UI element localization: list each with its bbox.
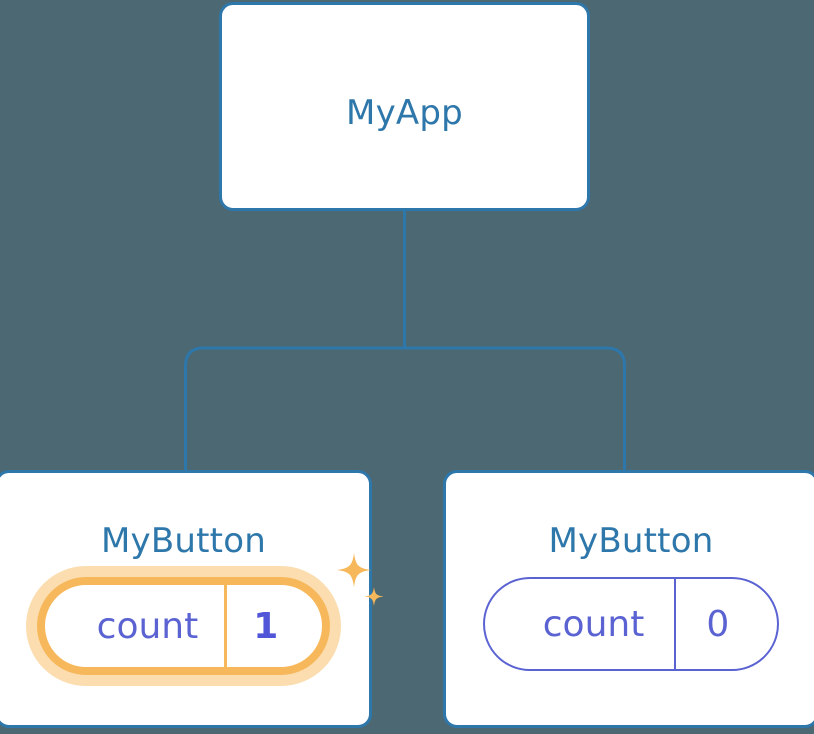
prop-pill-count[interactable]: count 0 — [482, 577, 780, 671]
prop-pill-count[interactable]: count 1 — [36, 577, 331, 675]
node-mybutton-1[interactable]: MyButton count 0 — [443, 470, 814, 728]
prop-pill-holder: count 1 — [25, 553, 384, 686]
prop-name: count — [485, 579, 677, 669]
prop-pill-holder: count 0 — [482, 577, 780, 671]
node-title: MyButton — [548, 521, 714, 561]
node-myapp[interactable]: MyApp — [219, 2, 590, 211]
sparkle-small-icon — [364, 587, 384, 606]
node-mybutton-0[interactable]: MyButton count 1 — [0, 470, 384, 728]
prop-value: 0 — [706, 603, 730, 645]
prop-name: count — [45, 585, 228, 667]
prop-value: 1 — [253, 605, 279, 647]
prop-pill-container: count 0 — [446, 577, 814, 671]
node-title: MyApp — [346, 93, 463, 133]
prop-pill-container: count 1 — [0, 553, 384, 686]
node-title: MyButton — [101, 521, 266, 561]
